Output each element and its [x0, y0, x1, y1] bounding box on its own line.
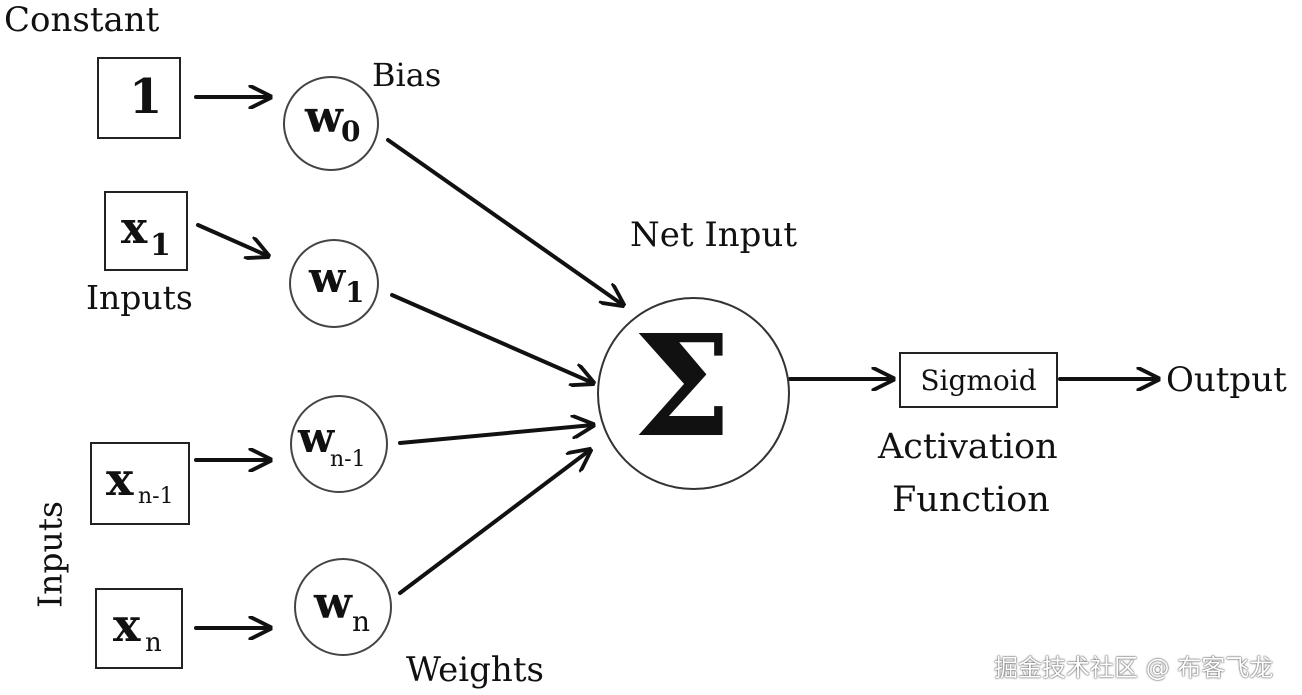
watermark: 掘金技术社区 @ 布客飞龙 [994, 654, 1274, 682]
w1-node: w 1 [289, 239, 379, 328]
wn-node: w n [294, 558, 392, 656]
inputs-side-label: Inputs [30, 501, 70, 608]
weights-label: Weights [406, 650, 544, 690]
w0-node: w 0 [283, 76, 379, 171]
output-label: Output [1166, 360, 1287, 400]
sigmoid-label: Sigmoid [920, 363, 1037, 397]
sigma-symbol: Σ [633, 305, 732, 469]
constant-label: Constant [4, 0, 160, 40]
arrow-wn-1-to-sum [398, 425, 593, 445]
w1-subscript: 1 [345, 276, 365, 309]
wn-symbol: w [314, 578, 352, 629]
x1-input-box: x 1 [104, 191, 188, 271]
w0-symbol: w [305, 92, 343, 143]
bias-label: Bias [372, 56, 442, 94]
x1-symbol: x [121, 203, 148, 254]
inputs-label: Inputs [86, 278, 193, 317]
arrow-wn-to-sum [398, 450, 590, 595]
activation-label: Activation [878, 427, 1058, 467]
sigmoid-box: Sigmoid [899, 352, 1058, 408]
arrow-x1-to-w1 [196, 223, 268, 256]
x1-subscript: 1 [150, 228, 171, 263]
xn-subscript: n [145, 628, 162, 658]
net-input-label: Net Input [630, 215, 797, 255]
xn-1-symbol: x [106, 452, 134, 506]
constant-input-box: 1 [97, 57, 181, 139]
summation-node: Σ [597, 297, 790, 490]
function-label: Function [892, 480, 1050, 520]
xn-input-box: x n [95, 588, 183, 669]
constant-symbol: 1 [129, 69, 163, 125]
xn-symbol: x [113, 598, 141, 652]
xn-1-subscript: n-1 [138, 484, 174, 509]
wn-1-node: w n-1 [290, 395, 388, 493]
wn-subscript: n [352, 605, 371, 638]
arrow-w0-to-sum [386, 138, 623, 305]
w0-subscript: 0 [341, 115, 361, 148]
wn-1-subscript: n-1 [330, 447, 366, 472]
wn-1-symbol: w [298, 413, 335, 462]
arrow-w1-to-sum [390, 293, 593, 383]
w1-symbol: w [309, 253, 346, 302]
xn-1-input-box: x n-1 [90, 442, 190, 525]
